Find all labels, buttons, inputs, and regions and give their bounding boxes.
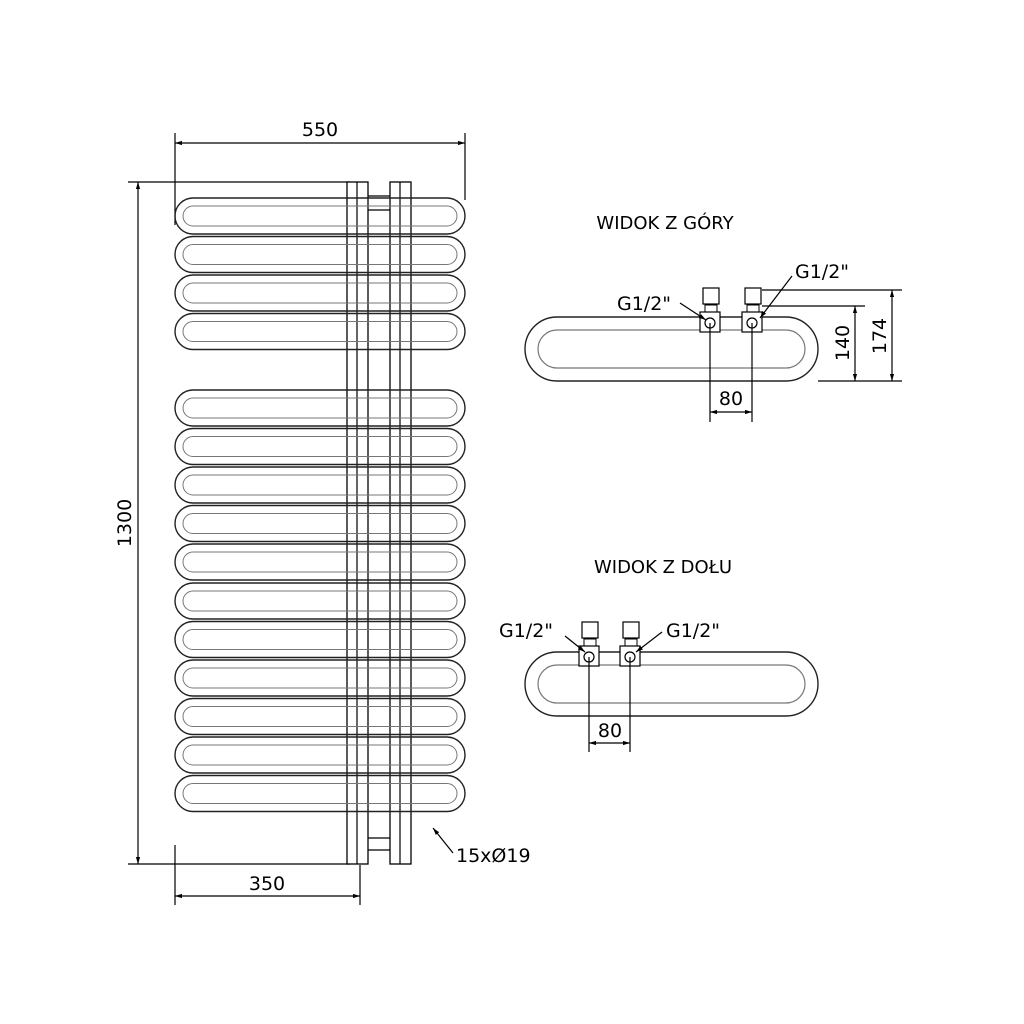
tube-loop-inner-6: [182, 436, 458, 457]
bottom-view: WIDOK Z DOŁU G1/2" G1/2" 80: [499, 557, 819, 752]
tube-loop-12: [174, 659, 466, 697]
top-view-title: WIDOK Z GÓRY: [596, 212, 734, 234]
bottom-connector-left-label: G1/2": [499, 620, 553, 642]
tube-loop-inner-12: [182, 667, 458, 689]
bottom-dim-spacing-label: 80: [598, 720, 622, 742]
front-view: 550 1300 350: [114, 119, 531, 905]
tube-loop-2: [174, 235, 466, 274]
bottom-view-title: WIDOK Z DOŁU: [594, 557, 732, 578]
tube-loop-10: [174, 582, 466, 620]
top-dim-depth: 140 174: [762, 289, 902, 382]
tube-loop-6: [174, 427, 466, 466]
top-connector-left-label: G1/2": [617, 293, 671, 315]
top-dim-depth-inner-label: 140: [832, 325, 854, 361]
bottom-connector-right-label: G1/2": [666, 620, 720, 642]
bottom-view-pipe: [524, 651, 819, 717]
tube-loop-inner-14: [182, 744, 458, 766]
tube-loop-1: [174, 197, 466, 235]
tube-loop-inner-4: [182, 321, 458, 342]
tube-loop-inner-15: [182, 783, 458, 804]
tube-loop-inner-9: [182, 551, 458, 573]
dim-width-lower: 350: [174, 845, 361, 905]
tube-loop-8: [174, 504, 466, 543]
dim-width-total-label: 550: [302, 119, 338, 141]
top-connector-right-label: G1/2": [795, 261, 849, 283]
tube-loop-inner-11: [182, 629, 458, 650]
dim-height-total-label: 1300: [114, 499, 136, 547]
tube-loop-inner-3: [182, 282, 458, 304]
top-view-pipe: [524, 316, 819, 382]
tube-loop-9: [174, 543, 466, 581]
tube-loop-inner-5: [182, 397, 458, 419]
tube-loop-inner-8: [182, 513, 458, 534]
tube-loop-15: [174, 774, 466, 813]
top-view-valve-right: [741, 287, 763, 333]
top-dim-spacing-label: 80: [719, 388, 743, 410]
dim-width-lower-label: 350: [249, 873, 285, 895]
collector-left: [346, 181, 369, 865]
dim-width-total: 550: [174, 119, 466, 225]
tube-loop-3: [174, 274, 466, 312]
top-view: WIDOK Z GÓRY G1/2" G1/2" 8: [524, 212, 902, 422]
tube-loop-11: [174, 620, 466, 659]
tube-loop-5: [174, 389, 466, 427]
top-dim-spacing: 80: [709, 323, 753, 422]
tube-spec-callout: 15xØ19: [432, 827, 531, 867]
bottom-dim-spacing: 80: [588, 657, 631, 752]
tube-loop-4: [174, 312, 466, 351]
dim-height-total: 1300: [114, 181, 350, 865]
top-dim-depth-outer-label: 174: [869, 318, 891, 354]
tube-loops: [174, 197, 466, 813]
tube-loop-inner-2: [182, 244, 458, 265]
tube-loop-7: [174, 466, 466, 504]
tube-loop-inner-10: [182, 590, 458, 612]
tube-loop-inner-13: [182, 706, 458, 727]
tube-loop-inner-7: [182, 474, 458, 496]
tube-spec-label: 15xØ19: [456, 845, 531, 867]
tube-loop-inner-1: [182, 205, 458, 227]
tube-loop-13: [174, 697, 466, 736]
collector-right: [389, 181, 412, 865]
tube-loop-14: [174, 736, 466, 774]
